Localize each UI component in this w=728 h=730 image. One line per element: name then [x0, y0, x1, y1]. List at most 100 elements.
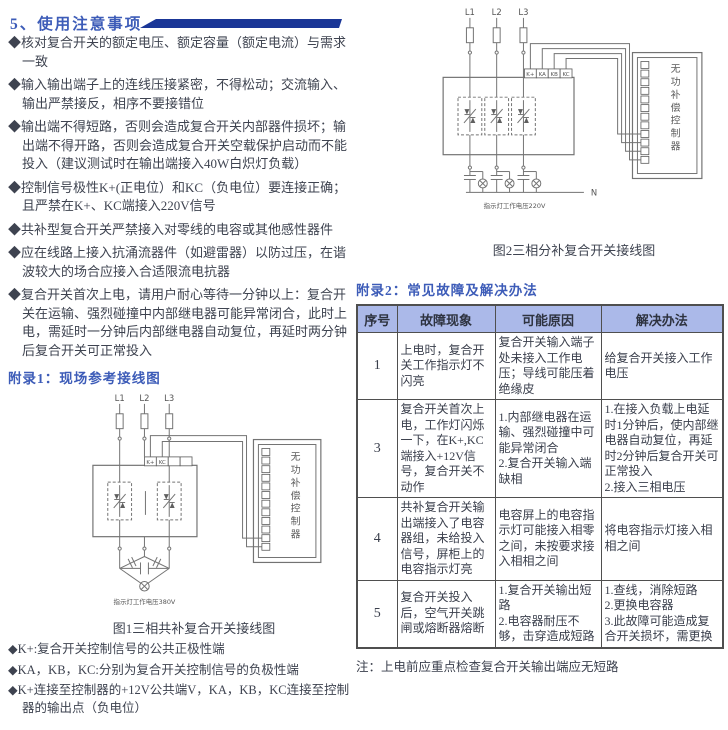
- phase-label: L3: [518, 7, 528, 17]
- table-header-row: 序号 故障现象 可能原因 解决办法: [356, 304, 724, 333]
- title-banner-arrow: [140, 19, 342, 28]
- terminal-strip: K+ KC: [144, 456, 193, 467]
- cell-symptom: 上电时，复合开关工作指示灯不闪亮: [396, 332, 496, 400]
- phase-label: L1: [115, 393, 125, 403]
- fault-table: 序号 故障现象 可能原因 解决办法 1 上电时，复合开关工作指示灯不闪亮 复合开…: [356, 304, 724, 649]
- cell-solution: 给复合开关接入工作电压: [600, 332, 724, 400]
- phase-label: L3: [164, 393, 174, 403]
- terminal-label: KB: [551, 72, 559, 78]
- control-wire: [529, 43, 641, 161]
- indicator-lamp-icon: [504, 178, 515, 189]
- cell-solution: 将电容指示灯接入相相之间: [600, 497, 724, 581]
- control-wire: [553, 53, 641, 144]
- usage-note: ◆共补型复合开关严禁接入对零线的电容或其他感性器件: [8, 221, 334, 237]
- capacitor-icon: [490, 175, 503, 180]
- page-title: 5、使用注意事项: [10, 16, 143, 33]
- usage-note: ◆核对复合开关的额定电压、额定容量（额定电流）与需求一致: [8, 35, 347, 69]
- terminal-strip: K+ KA KB KC: [524, 68, 573, 79]
- phase-label: L1: [465, 7, 475, 17]
- figure1-caption: 图1三相共补复合开关接线图: [112, 621, 276, 636]
- appendix1-heading: 附录1：现场参考接线图: [8, 371, 161, 386]
- terminal-label: KA: [539, 72, 546, 78]
- usage-note: ◆输出端不得短路，否则会造成复合开关内部器件损坏；输出端不得开路，否则会造成复合…: [8, 119, 348, 171]
- figure2-caption: 图2三相分补复合开关接线图: [492, 243, 656, 258]
- fuse-icon: [465, 17, 528, 78]
- capacitor-icon: [127, 556, 137, 568]
- lamp-voltage-note: 指示灯工作电压380V: [114, 597, 176, 606]
- cell-no: 4: [356, 497, 398, 581]
- capacitor-icon: [463, 175, 476, 180]
- terminal-label: KC: [563, 72, 570, 78]
- controller-label: 无功补偿控制器: [669, 63, 681, 153]
- table-row: 5 复合开关投入后，空气开关跳闸或熔断器熔断 1.复合开关输出短路 2.电容器耐…: [356, 579, 724, 648]
- controller-terminals: [261, 448, 271, 551]
- figure1: L1 L2 L3 K+ KC: [48, 390, 340, 637]
- capacitor-lamp-branches: [463, 154, 584, 193]
- phase-label: L2: [139, 393, 149, 403]
- capacitor-bank-delta: [117, 536, 172, 592]
- left-column: ◆核对复合开关的额定电压、额定容量（额定电流）与需求一致 ◆输入输出端子上的连线…: [8, 32, 354, 720]
- terminal-legend-list: ◆K+:复合开关控制信号的公共正极性端 ◆KA，KB，KC:分别为复合开关控制信…: [8, 641, 354, 717]
- col-header-no: 序号: [356, 304, 398, 333]
- col-header-symptom: 故障现象: [396, 304, 496, 333]
- controller-box: 无功补偿控制器: [252, 438, 322, 564]
- cell-no: 3: [356, 399, 398, 498]
- usage-note: ◆复合开关首次上电，请用户耐心等待一分钟以上：复合开关在运输、强烈碰撞中内部继电…: [8, 287, 348, 358]
- table-row: 1 上电时，复合开关工作指示灯不闪亮 复合开关输入端子处未接入工作电压；导线可能…: [356, 332, 724, 400]
- usage-notes-list: ◆核对复合开关的额定电压、额定容量（额定电流）与需求一致 ◆输入输出端子上的连线…: [8, 34, 354, 360]
- thyristor-module-icon: [457, 77, 483, 155]
- cell-symptom: 复合开关投入后，空气开关跳闸或熔断器熔断: [396, 579, 496, 648]
- cell-symptom: 共补复合开关输出端接入了电容器组，未给投入信号，屏柜上的电容指示灯亮: [396, 497, 496, 581]
- table-note: 注：上电前应重点检查复合开关输出端应无短路: [356, 659, 619, 674]
- terminal-label: K+: [526, 72, 534, 78]
- fuse-icon: [115, 403, 174, 466]
- neutral-label: N: [591, 187, 597, 197]
- indicator-lamp-icon: [531, 178, 542, 189]
- usage-note: ◆应在线路上接入抗涌流器件（如避雷器）以防过压，在谐波较大的场合应接入合适限流电…: [8, 245, 347, 279]
- control-wire: [565, 58, 641, 135]
- capacitor-icon: [517, 175, 530, 180]
- capacitor-icon: [139, 562, 149, 575]
- cell-solution: 1.查线，消除短路 2.更换电容器 3.此故障可能造成复合开关损坏，需更换: [600, 579, 724, 648]
- figure1-wiring-diagram: L1 L2 L3 K+ KC: [92, 393, 322, 606]
- controller-terminals: [640, 61, 650, 164]
- cell-no: 5: [356, 579, 398, 648]
- thyristor-module-icon: [484, 77, 510, 155]
- cell-solution: 1.在接入负载上电延时1分钟后，使内部继电器自动复位，再延时2分钟后复合开关可正…: [600, 399, 724, 498]
- thyristor-module-icon: [156, 465, 182, 537]
- cell-cause: 1.复合开关输出短路 2.电容器耐压不够，击穿造成短路: [494, 579, 602, 648]
- controller-box: 无功补偿控制器: [631, 51, 703, 180]
- table-row: 3 复合开关首次上电，工作灯闪烁一下，在K+,KC端接入+12V信号，复合开关不…: [356, 399, 724, 498]
- cell-cause: 电容屏上的电容指示灯可能接入相零之间，未按要求接入相相之间: [494, 497, 602, 581]
- usage-note: ◆输入输出端子上的连线压接紧密，不得松动；交流输入、输出严禁接反，相序不要接错位: [8, 77, 347, 111]
- switch-body-box: [442, 76, 575, 156]
- control-wire: [541, 48, 641, 152]
- terminal-label: KC: [159, 460, 166, 466]
- table-row: 4 共补复合开关输出端接入了电容器组，未给投入信号，屏柜上的电容指示灯亮 电容屏…: [356, 497, 724, 581]
- usage-note: ◆控制信号极性K+(正电位）和KC（负电位）要连接正确；且严禁在K+、KC端接入…: [8, 179, 347, 214]
- indicator-lamp-icon: [139, 580, 150, 592]
- capacitor-icon: [152, 556, 162, 568]
- control-wire: [161, 441, 262, 539]
- lamp-voltage-note: 指示灯工作电压220V: [484, 201, 546, 210]
- indicator-lamp-icon: [477, 178, 488, 189]
- phase-label: L2: [492, 7, 502, 17]
- appendix2-heading: 附录2：常见故障及解决办法: [356, 283, 538, 298]
- col-header-cause: 可能原因: [494, 304, 602, 333]
- thyristor-module-icon: [107, 465, 133, 537]
- cell-no: 1: [356, 332, 398, 400]
- legend-item: ◆KA，KB，KC:分别为复合开关控制信号的负极性端: [8, 662, 299, 677]
- thyristor-module-icon: [511, 77, 536, 155]
- col-header-solution: 解决办法: [600, 304, 724, 333]
- cell-symptom: 复合开关首次上电，工作灯闪烁一下，在K+,KC端接入+12V信号，复合开关不动作: [396, 399, 496, 498]
- cell-cause: 复合开关输入端子处未接入工作电压；导线可能压着绝缘皮: [494, 332, 602, 400]
- control-wire: [149, 435, 262, 548]
- appendix2-section: 附录2：常见故障及解决办法 序号 故障现象 可能原因 解决办法 1 上电时，复合…: [356, 272, 724, 675]
- figure2-wiring-diagram: L1 L2 L3 K+ KA KB KC: [442, 7, 703, 210]
- legend-item: ◆K+连接至控制器的+12V公共端V，KA，KB，KC连接至控制器的输出点（负电…: [8, 683, 350, 715]
- cell-cause: 1.内部继电器在运输、强烈碰撞中可能异常闭合 2.复合开关输入端缺相: [494, 399, 602, 498]
- figure2: L1 L2 L3 K+ KA KB KC: [424, 4, 724, 259]
- legend-item: ◆K+:复合开关控制信号的公共正极性端: [8, 642, 225, 656]
- controller-label: 无功补偿控制器: [289, 451, 301, 541]
